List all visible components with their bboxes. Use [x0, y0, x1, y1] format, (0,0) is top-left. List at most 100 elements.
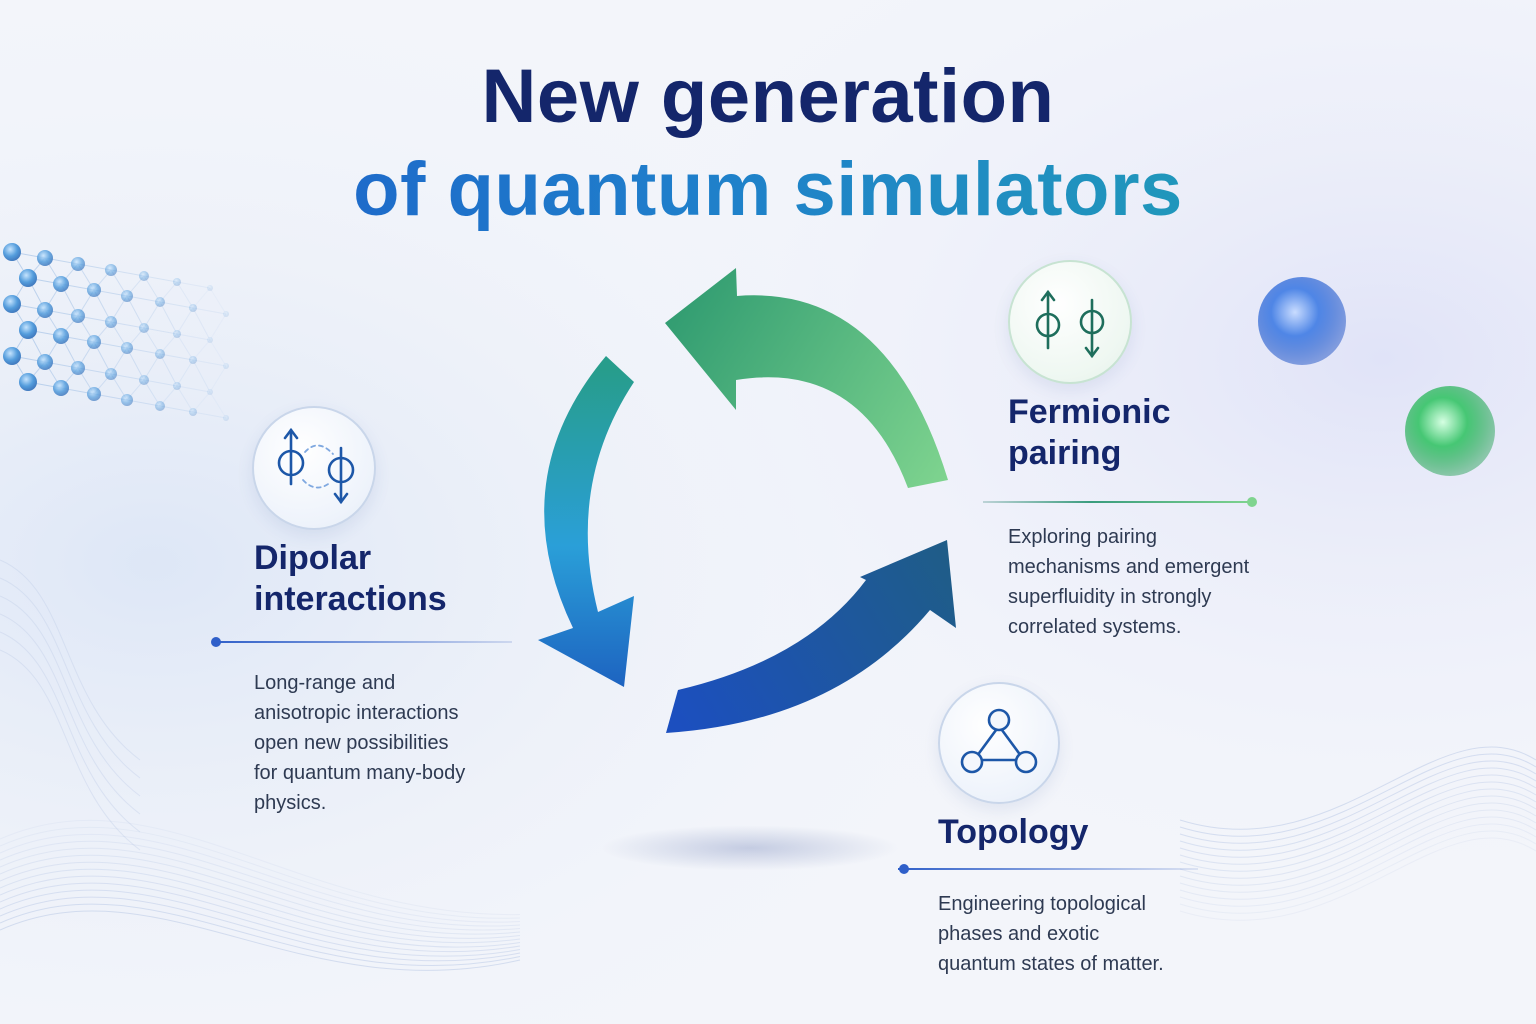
- lattice-bond: [192, 411, 227, 419]
- lattice-bond: [192, 359, 211, 393]
- lattice-bond: [126, 347, 145, 381]
- wave-line: [0, 631, 141, 833]
- lattice-atom: [173, 382, 181, 390]
- wave-line: [1179, 795, 1536, 879]
- wave-line: [0, 613, 141, 815]
- lattice-bond: [176, 385, 211, 393]
- lattice-atom: [173, 330, 181, 338]
- lattice-atom: [37, 354, 53, 370]
- wave-line: [1179, 774, 1536, 858]
- lattice-bond: [209, 313, 227, 341]
- lattice-bond: [176, 333, 194, 361]
- dipolar-icon-circle: [252, 406, 376, 530]
- wave-line: [1179, 830, 1536, 914]
- lattice-atom: [105, 316, 117, 328]
- lattice-bond: [209, 391, 227, 419]
- lattice-atom: [121, 290, 133, 302]
- wave-line: [0, 595, 141, 797]
- cycle-arrow-left: [538, 356, 634, 687]
- wave-line: [1179, 816, 1536, 900]
- wave-line: [0, 861, 521, 939]
- lattice-atom: [207, 285, 213, 291]
- wave-line: [0, 833, 521, 923]
- lattice-atom: [87, 335, 101, 349]
- lattice-atom: [105, 264, 117, 276]
- wave-line: [0, 889, 521, 957]
- wave-line: [1179, 746, 1536, 830]
- wave-line: [0, 875, 521, 948]
- lattice-atom: [3, 347, 21, 365]
- lattice-bond: [159, 353, 194, 361]
- lattice-bond: [192, 339, 211, 361]
- lattice-bond: [192, 287, 211, 309]
- cycle-arrow-bottom: [666, 540, 956, 733]
- wave-line: [0, 854, 521, 935]
- lattice-atom: [3, 243, 21, 261]
- lattice-bond: [209, 365, 227, 393]
- lattice-atom: [105, 368, 117, 380]
- topic-divider: [983, 496, 1257, 508]
- wave-line: [1179, 760, 1536, 844]
- lattice-bond: [143, 379, 161, 407]
- cycle-diagram: [538, 268, 956, 733]
- lattice-atom: [71, 309, 85, 323]
- lattice-bond: [143, 353, 161, 381]
- lattice-atom: [139, 323, 149, 333]
- lattice-bond: [159, 301, 178, 335]
- lattice-atom: [207, 389, 213, 395]
- lattice-atom: [139, 271, 149, 281]
- topic-description: Exploring pairing mechanisms and emergen…: [1008, 526, 1250, 638]
- wave-line: [0, 847, 521, 931]
- fermion-spin-pair-icon: [1035, 289, 1105, 359]
- wave-line: [1179, 781, 1536, 865]
- atom-lattice-decoration: [3, 243, 229, 421]
- divider-dot: [211, 637, 221, 647]
- lattice-atom: [19, 321, 37, 339]
- wave-line: [0, 649, 141, 851]
- topic-heading: Topology: [938, 813, 1089, 851]
- lattice-atom: [87, 387, 101, 401]
- lattice-atom: [189, 356, 197, 364]
- cycle-shadow: [600, 825, 900, 871]
- lattice-atom: [37, 250, 53, 266]
- lattice-bond: [159, 405, 194, 413]
- lattice-bond: [159, 301, 194, 309]
- topic-heading: Fermionic pairing: [1008, 393, 1171, 472]
- lattice-atom: [71, 257, 85, 271]
- wave-line: [0, 882, 521, 953]
- lattice-atom: [223, 311, 229, 317]
- topology-icon-circle: [938, 682, 1060, 804]
- dipolar-spin-pair-icon: [277, 427, 355, 505]
- lattice-bond: [143, 301, 161, 329]
- wave-lines-decoration: [0, 559, 1536, 971]
- lattice-atom: [189, 304, 197, 312]
- wave-line: [1179, 837, 1536, 921]
- lattice-atom: [155, 349, 165, 359]
- lattice-atom: [71, 361, 85, 375]
- wave-line: [1179, 809, 1536, 893]
- lattice-atom: [189, 408, 197, 416]
- green-orb-decoration: [1405, 386, 1495, 476]
- lattice-bond: [143, 327, 178, 335]
- wave-line: [1179, 753, 1536, 837]
- topic-divider: [898, 863, 1198, 875]
- lattice-atom: [207, 337, 213, 343]
- topic-description: Engineering topological phases and exoti…: [938, 893, 1164, 975]
- lattice-bond: [176, 385, 194, 413]
- lattice-bond: [209, 287, 227, 315]
- fermionic-icon-circle: [1008, 260, 1132, 384]
- blue-orb-decoration: [1258, 277, 1346, 365]
- lattice-atom: [87, 283, 101, 297]
- lattice-bond: [176, 281, 194, 309]
- lattice-atom: [53, 276, 69, 292]
- wave-line: [0, 896, 521, 962]
- lattice-atom: [19, 373, 37, 391]
- lattice-atom: [139, 375, 149, 385]
- lattice-bond: [126, 295, 145, 329]
- triangle-nodes-icon: [960, 708, 1038, 774]
- lattice-bond: [192, 307, 227, 315]
- wave-line: [0, 910, 521, 971]
- wave-line: [0, 559, 141, 761]
- lattice-atom: [121, 342, 133, 354]
